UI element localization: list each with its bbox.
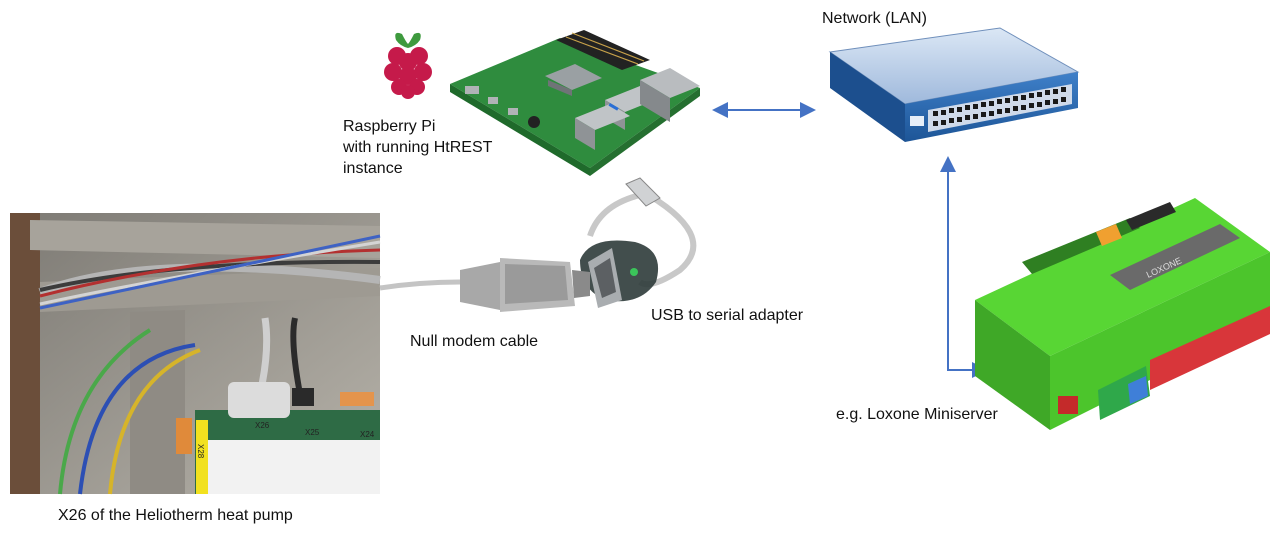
board-label-x26: X26 [255, 421, 270, 430]
heat-pump-label: X26 of the Heliotherm heat pump [58, 507, 293, 524]
board-label-x28: X28 [196, 444, 205, 459]
raspberry-pi-logo-icon [384, 32, 432, 99]
raspberry-pi-board-image [450, 30, 700, 176]
network-to-miniserver-arrow [940, 156, 988, 378]
network-label: Network (LAN) [822, 10, 927, 27]
raspberry-pi-label-line-3: instance [343, 160, 403, 177]
null-modem-cable-label: Null modem cable [410, 333, 539, 350]
raspberry-pi-label: Raspberry Pi with running HtREST instanc… [343, 116, 533, 179]
raspberry-pi-label-line-2: with running HtREST [343, 139, 493, 156]
board-label-x25: X25 [305, 428, 320, 437]
miniserver-label: e.g. Loxone Miniserver [836, 406, 998, 423]
loxone-miniserver-image: LOXONE [975, 198, 1270, 430]
usb-serial-adapter-label: USB to serial adapter [651, 307, 804, 324]
null-modem-cable-image [379, 258, 590, 312]
usb-serial-adapter-image [580, 177, 697, 308]
board-label-x24: X24 [360, 430, 375, 439]
network-switch-image [828, 27, 1080, 142]
heat-pump-x26-photo: X28 X26 X25 X24 [10, 213, 381, 495]
switch-ports [933, 87, 1066, 126]
raspberry-pi-label-line-1: Raspberry Pi [343, 118, 436, 135]
